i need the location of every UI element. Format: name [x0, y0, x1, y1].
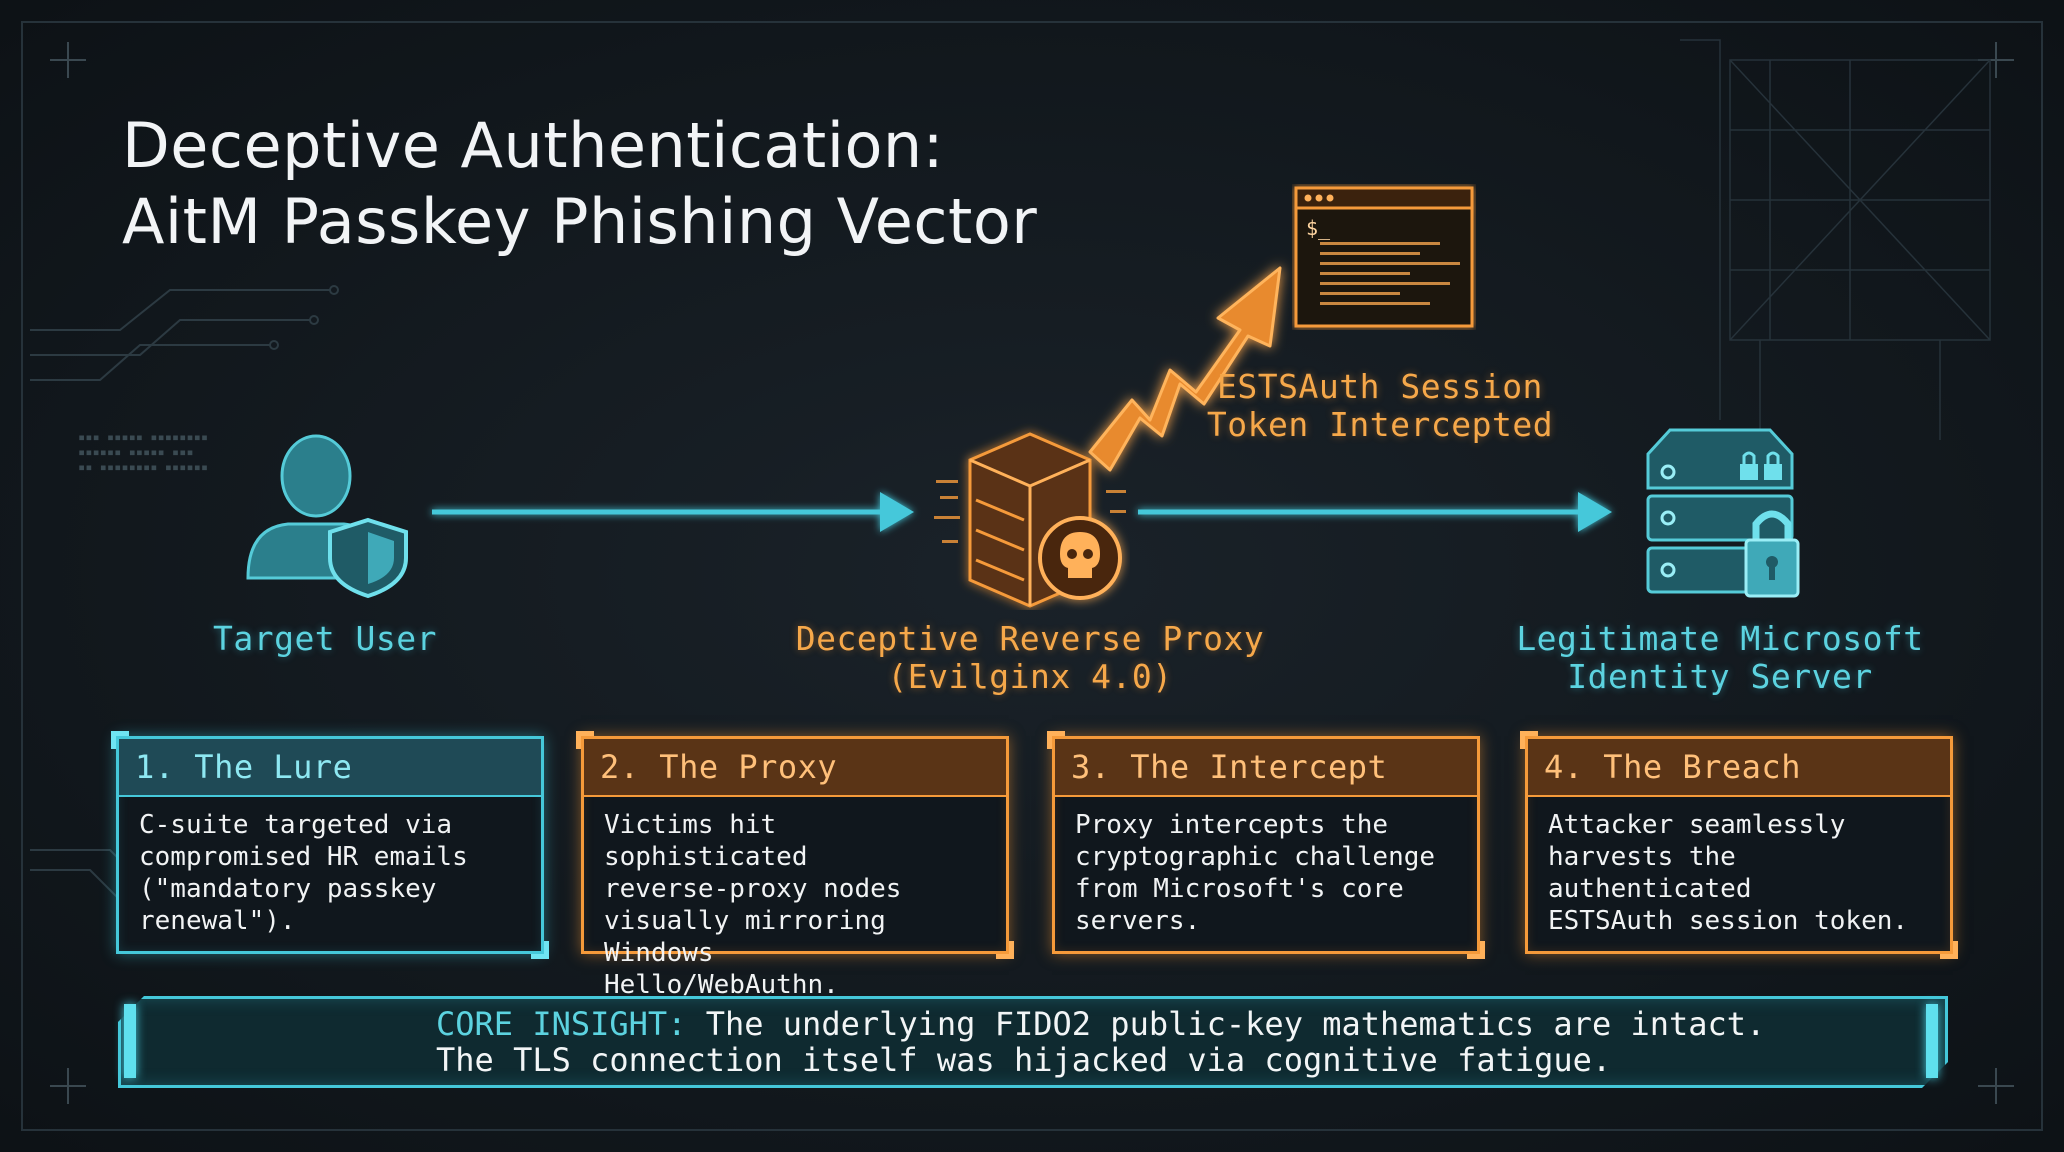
token-node-label: ESTSAuth Session Token Intercepted	[1180, 368, 1580, 444]
step-card-proxy: 2. The Proxy Victims hit sophisticated r…	[576, 731, 1014, 1000]
insight-label: CORE INSIGHT:	[436, 1005, 687, 1043]
step-title: 3. The Intercept	[1055, 739, 1477, 797]
core-insight-banner	[118, 996, 1948, 1088]
insight-right-bar	[1926, 1004, 1938, 1078]
step-card-breach: 4. The Breach Attacker seamlessly harves…	[1520, 731, 1958, 959]
user-node-label: Target User	[212, 619, 438, 658]
step-title: 1. The Lure	[119, 739, 541, 797]
step-body: C-suite targeted via compromised HR emai…	[139, 810, 468, 936]
insight-line-1: The underlying FIDO2 public-key mathemat…	[705, 1005, 1766, 1043]
terminal-icon: $_	[1292, 184, 1476, 330]
insight-line-2: The TLS connection itself was hijacked v…	[436, 1041, 1612, 1079]
proxy-label-line-2: (Evilginx 4.0)	[887, 657, 1173, 696]
page-title: Deceptive Authentication: AitM Passkey P…	[122, 108, 1037, 260]
locked-server-icon	[1630, 424, 1810, 604]
insight-left-bar	[124, 1004, 136, 1078]
user-shield-icon	[236, 428, 420, 599]
token-label-line-1: ESTSAuth Session	[1217, 367, 1543, 406]
step-card-lure: 1. The Lure C-suite targeted via comprom…	[111, 731, 549, 959]
step-card-intercept: 3. The Intercept Proxy intercepts the cr…	[1047, 731, 1485, 959]
step-body: Proxy intercepts the cryptographic chall…	[1075, 810, 1436, 936]
decor-code-text: ▪▪▪ ▪▪▪▪▪ ▪▪▪▪▪▪▪▪ ▪▪▪▪▪▪ ▪▪▪▪▪ ▪▪▪ ▪▪ ▪…	[78, 430, 209, 474]
server-node-label: Legitimate Microsoft Identity Server	[1470, 620, 1970, 696]
token-label-line-2: Token Intercepted	[1206, 405, 1554, 444]
core-insight-text: CORE INSIGHT: The underlying FIDO2 publi…	[436, 1006, 1765, 1078]
step-title: 4. The Breach	[1528, 739, 1950, 797]
title-line-2: AitM Passkey Phishing Vector	[122, 185, 1038, 258]
terminal-prompt: $_	[1306, 216, 1331, 240]
title-line-1: Deceptive Authentication:	[122, 109, 945, 182]
step-title: 2. The Proxy	[584, 739, 1006, 797]
skull-server-icon	[930, 420, 1130, 610]
proxy-node-label: Deceptive Reverse Proxy (Evilginx 4.0)	[780, 620, 1280, 696]
proxy-label-line-1: Deceptive Reverse Proxy	[795, 619, 1265, 658]
server-label-line-2: Identity Server	[1567, 657, 1873, 696]
server-label-line-1: Legitimate Microsoft	[1516, 619, 1924, 658]
step-body: Attacker seamlessly harvests the authent…	[1548, 810, 1909, 936]
step-body: Victims hit sophisticated reverse-proxy …	[604, 810, 902, 1000]
